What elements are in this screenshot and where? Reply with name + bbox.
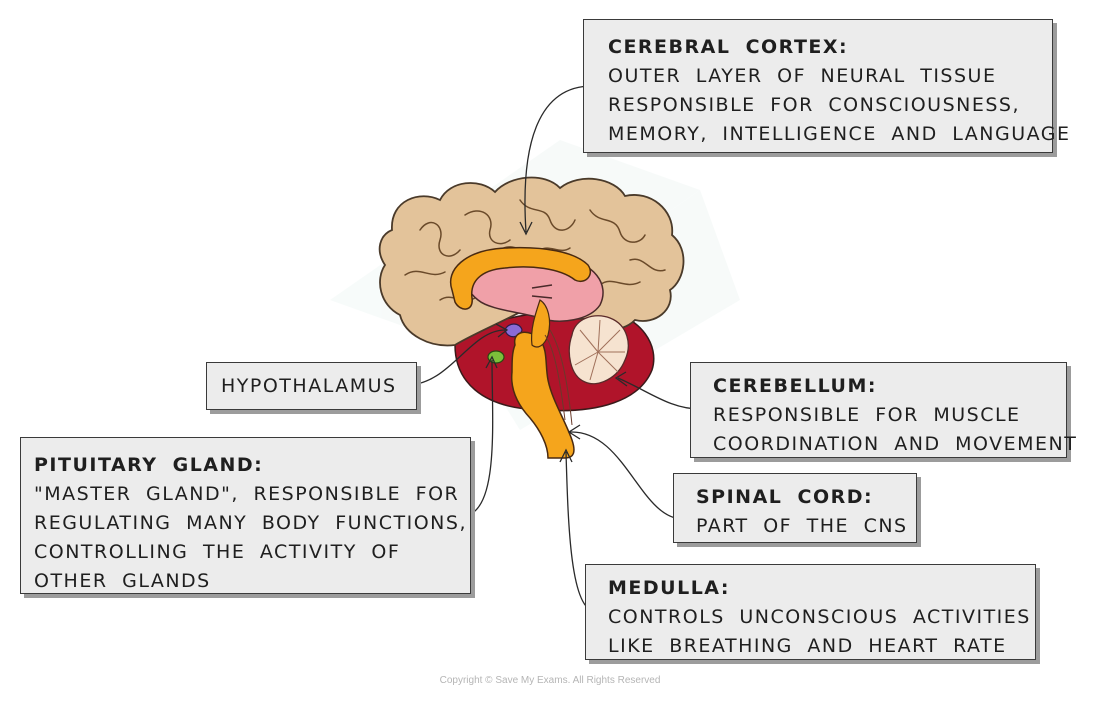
cerebral-cortex-line-1: OUTER LAYER OF NEURAL TISSUE: [608, 65, 997, 87]
leader-arrowheads: [485, 221, 628, 463]
cerebellum-line-1: RESPONSIBLE FOR MUSCLE: [713, 404, 1021, 426]
thalamus-marks: [531, 284, 553, 299]
hypothalamus-label-box: HYPOTHALAMUS: [206, 362, 417, 410]
cerebellum-label-box: CEREBELLUM: RESPONSIBLE FOR MUSCLE COORD…: [690, 362, 1078, 458]
corpus-callosum: [449, 246, 592, 310]
spinal-cord-title: SPINAL CORD:: [696, 486, 874, 508]
hypothalamus-title: HYPOTHALAMUS: [221, 375, 397, 397]
cerebellum-arbor: [568, 315, 629, 385]
pituitary-gland-line-2: REGULATING MANY BODY FUNCTIONS,: [34, 512, 467, 534]
pituitary-gland-label-box: PITUITARY GLAND: "MASTER GLAND", RESPONS…: [20, 437, 471, 594]
spinal-cord-lines: [544, 329, 573, 426]
medulla-line-1: CONTROLS UNCONSCIOUS ACTIVITIES: [608, 606, 1031, 628]
cerebral-cortex-title: CEREBRAL CORTEX:: [608, 36, 849, 58]
pituitary-gland-line-3: CONTROLLING THE ACTIVITY OF: [34, 541, 401, 563]
cerebral-cortex-label-box: CEREBRAL CORTEX: OUTER LAYER OF NEURAL T…: [583, 19, 1071, 153]
pituitary-gland-line-1: "MASTER GLAND", RESPONSIBLE FOR: [34, 483, 460, 505]
pituitary-gland-line-4: OTHER GLANDS: [34, 570, 211, 592]
cerebral-cortex-line-2: RESPONSIBLE FOR CONSCIOUSNESS,: [608, 94, 1021, 116]
hypothalamus-leader: [406, 329, 506, 386]
spinal-leader: [569, 431, 684, 520]
copyright-notice: Copyright © Save My Exams. All Rights Re…: [439, 675, 661, 686]
medulla-line-2: LIKE BREATHING AND HEART RATE: [608, 635, 1007, 657]
medulla-label-box: MEDULLA: CONTROLS UNCONSCIOUS ACTIVITIES…: [585, 564, 1036, 660]
medulla-title: MEDULLA:: [608, 577, 730, 599]
spinal-cord-label-box: SPINAL CORD: PART OF THE CNS: [673, 473, 917, 543]
cerebral-cortex-line-3: MEMORY, INTELLIGENCE AND LANGUAGE: [608, 123, 1071, 145]
pituitary-leader: [461, 359, 494, 517]
cortex-leader: [524, 85, 593, 233]
cerebellum-title: CEREBELLUM:: [713, 375, 877, 397]
spinal-cord-line-1: PART OF THE CNS: [696, 515, 908, 537]
cerebellum-line-2: COORDINATION AND MOVEMENT: [713, 433, 1078, 455]
pituitary-gland-title: PITUITARY GLAND:: [34, 454, 264, 476]
